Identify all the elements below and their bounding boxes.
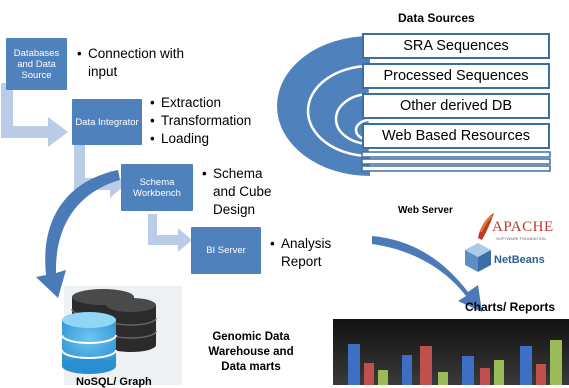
bullets-bi: •Analysis Report bbox=[270, 235, 345, 271]
bullet-text: Analysis Report bbox=[281, 236, 332, 269]
source-item: Other derived DB bbox=[362, 93, 550, 119]
bullets-schema: •Schema and Cube Design bbox=[202, 165, 286, 219]
elbow-arrow-3 bbox=[148, 214, 192, 252]
netbeans-cube-icon bbox=[465, 243, 491, 272]
charts-thumbnail-icon bbox=[333, 319, 569, 385]
data-sources-title: Data Sources bbox=[398, 11, 475, 25]
database-icon bbox=[61, 286, 182, 385]
bullets-connection: •Connection with input bbox=[77, 45, 192, 81]
source-item: Processed Sequences bbox=[362, 63, 550, 89]
box-schema-workbench: Schema Workbench bbox=[121, 164, 193, 211]
source-item: SRA Sequences bbox=[362, 33, 550, 59]
apache-logo: APACHE bbox=[492, 219, 554, 235]
bullet-text: Schema and Cube Design bbox=[213, 166, 272, 217]
bullet-text: Extraction bbox=[161, 95, 222, 110]
warehouse-label: Genomic Data Warehouse and Data marts bbox=[208, 331, 294, 373]
bullets-integrator: •Extraction •Transformation •Loading bbox=[150, 95, 252, 146]
data-sources-arcs-icon bbox=[277, 36, 372, 176]
netbeans-logo: NetBeans bbox=[494, 254, 545, 266]
bullet-text: Loading bbox=[161, 131, 210, 146]
box-databases: Databases and Data Source bbox=[6, 38, 67, 90]
box-bi-server: BI Server bbox=[191, 227, 261, 274]
apache-feather-icon bbox=[478, 213, 494, 240]
elbow-arrow-1 bbox=[1, 83, 68, 147]
web-server-label: Web Server bbox=[398, 205, 453, 216]
charts-title: Charts/ Reports bbox=[465, 300, 556, 314]
box-data-integrator: Data Integrator bbox=[72, 99, 142, 145]
bullet-text: Connection with input bbox=[88, 46, 185, 79]
bullet-text: Transformation bbox=[161, 113, 252, 128]
apache-sublabel: SOFTWARE FOUNDATION bbox=[496, 236, 546, 241]
curved-arrow-to-charts bbox=[372, 236, 482, 312]
warehouse-caption: NoSQL/ Graph bbox=[76, 376, 152, 388]
source-item: Web Based Resources bbox=[362, 123, 550, 149]
curved-arrow-to-db bbox=[36, 170, 120, 298]
